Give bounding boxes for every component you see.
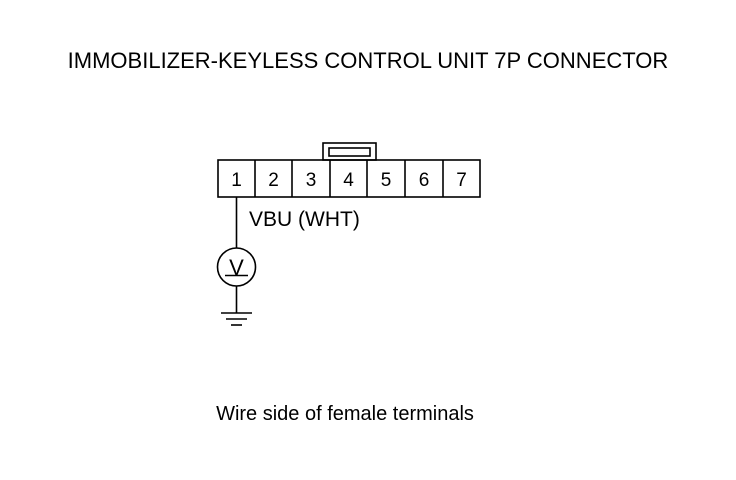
pin-3-label: 3 — [306, 170, 317, 191]
pin-7-label: 7 — [456, 170, 467, 191]
voltmeter-icon: V — [216, 247, 257, 287]
ground-icon — [221, 312, 252, 326]
diagram-caption: Wire side of female terminals — [216, 403, 474, 425]
diagram-title: IMMOBILIZER-KEYLESS CONTROL UNIT 7P CONN… — [68, 48, 669, 73]
voltmeter-symbol: V — [229, 255, 244, 280]
connector-body — [217, 159, 481, 198]
pin-5-label: 5 — [381, 170, 392, 191]
wire-label: VBU (WHT) — [249, 208, 360, 231]
pin-4-label: 4 — [343, 170, 354, 191]
pin-6-label: 6 — [419, 170, 430, 191]
connector-lock-tab — [322, 142, 377, 161]
pin-2-label: 2 — [268, 170, 279, 191]
pin-1-label: 1 — [231, 170, 242, 191]
